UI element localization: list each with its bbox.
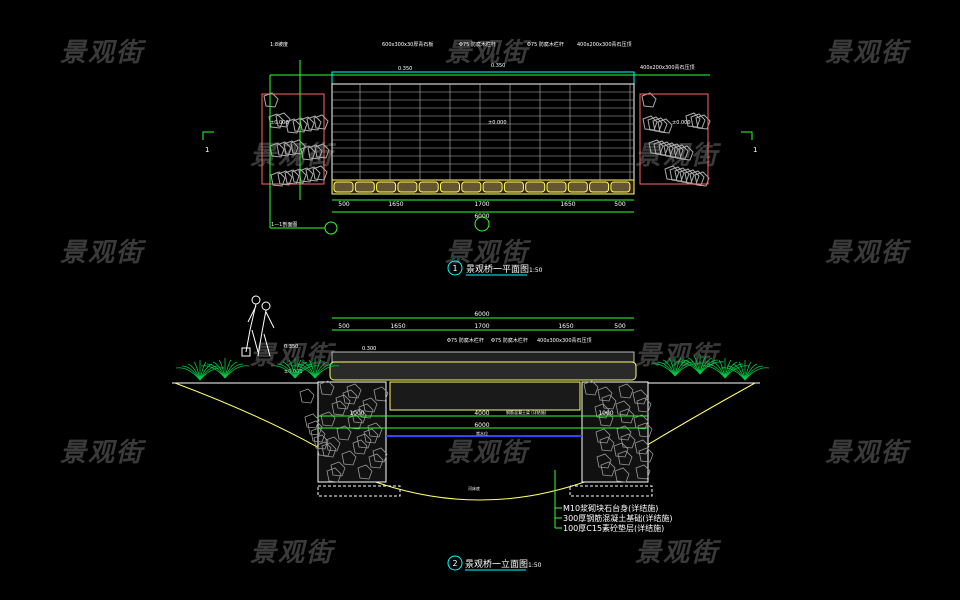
elevation-view: 6000 500 1650 1700 1650 500 Φ75 防腐木栏杆 Φ7… — [172, 295, 770, 571]
elev-dim: 500 — [614, 323, 626, 330]
note: 300厚钢筋混凝土基础(详结施) — [563, 513, 673, 523]
bottom-dim: 1000 — [349, 410, 364, 417]
plan-callout: Φ75 防腐木栏杆 — [527, 41, 564, 48]
left-footing — [317, 485, 401, 497]
section-mark-left: 1 — [205, 146, 209, 154]
plan-number: 1 — [452, 264, 457, 273]
plan-elevation: 0.350 — [398, 66, 412, 72]
concrete-beam — [389, 381, 581, 411]
note: M10浆砌块石台身(详结施) — [563, 503, 658, 513]
watermark: 景观街 — [60, 38, 145, 68]
watermark: 景观街 — [825, 238, 910, 268]
watermark: 景观街 — [825, 38, 910, 68]
elev-number: 2 — [452, 559, 457, 568]
bottom-dim: 4000 — [474, 410, 489, 417]
plan-dim: 500 — [338, 201, 350, 208]
plan-scale: 1:50 — [529, 267, 543, 274]
stone-coping — [329, 361, 637, 381]
watermark: 景观街 — [825, 438, 910, 468]
elev-title: 景观桥一立面图 — [465, 558, 528, 570]
elev-callout: 400x300x300青石压顶 — [537, 337, 592, 344]
elev-dim: 500 — [338, 323, 350, 330]
bottom-total-dim: 6000 — [474, 422, 489, 429]
elev-level: 0.300 — [362, 346, 376, 352]
elev-dim: 1650 — [558, 323, 573, 330]
plan-dim: 1700 — [474, 201, 489, 208]
plan-dim: 500 — [614, 201, 626, 208]
elevation-symbol — [474, 216, 490, 232]
elev-total-dim: 6000 — [474, 311, 489, 318]
right-footing — [569, 485, 653, 497]
watermark: 景观街 — [60, 438, 145, 468]
section-symbol — [324, 221, 338, 235]
watermark: 景观街 — [445, 438, 530, 468]
bottom-dim: 1000 — [598, 410, 613, 417]
people-figures-icon — [241, 295, 275, 357]
riverbed-curve — [174, 382, 756, 501]
plan-elevation: ±0.000 — [270, 120, 289, 126]
deck-paving — [331, 351, 635, 363]
plan-callout: Φ75 防腐木栏杆 — [459, 41, 496, 48]
plan-callout: 400x200x300青石压顶 — [577, 41, 632, 48]
elev-dim: 1700 — [474, 323, 489, 330]
elev-level: 0.350 — [284, 344, 298, 350]
beam-label: 钢筋混凝土梁 (详结施) — [506, 409, 547, 415]
watermark: 景观街 — [445, 38, 530, 68]
plan-title: 景观桥一平面图 — [466, 263, 529, 275]
watermark: 景观街 — [250, 538, 335, 568]
elev-callout: Φ75 防腐木栏杆 — [447, 337, 484, 344]
plan-callout: 400x200x300青石压顶 — [640, 64, 695, 71]
plan-dim: 1650 — [560, 201, 575, 208]
plan-elevation: 0.350 — [491, 63, 505, 69]
note: 100厚C15素砼垫层(详结施) — [563, 523, 664, 533]
watermark: 景观街 — [60, 238, 145, 268]
plan-total-dim: 6000 — [474, 213, 489, 220]
right-abutment-plan — [639, 93, 709, 185]
plan-dim: 1650 — [388, 201, 403, 208]
bed-label: 河床底 — [468, 485, 480, 491]
railing-top — [331, 71, 635, 85]
elev-callout: Φ75 防腐木栏杆 — [491, 337, 528, 344]
plant-icons — [175, 354, 770, 381]
section-mark-right: 1 — [753, 146, 757, 154]
section-label: 1—1剖面图 — [271, 221, 297, 228]
right-abutment — [581, 381, 649, 483]
elev-number-circle — [447, 555, 463, 571]
plan-elevation: ±0.000 — [672, 120, 691, 126]
elev-dim: 1650 — [390, 323, 405, 330]
plan-callout: 600x300x30厚青石板 — [382, 41, 433, 48]
watermark: 景观街 — [445, 238, 530, 268]
plan-number-circle — [447, 260, 463, 276]
water-label: 常水位 — [476, 430, 488, 436]
elev-scale: 1:50 — [528, 562, 542, 569]
plan-view: 500 1650 1700 1650 500 6000 1:8坡度 600x30… — [202, 41, 757, 276]
watermark: 景观街 — [635, 538, 720, 568]
plan-elevation: ±0.000 — [488, 120, 507, 126]
plan-callout: 1:8坡度 — [270, 41, 288, 48]
